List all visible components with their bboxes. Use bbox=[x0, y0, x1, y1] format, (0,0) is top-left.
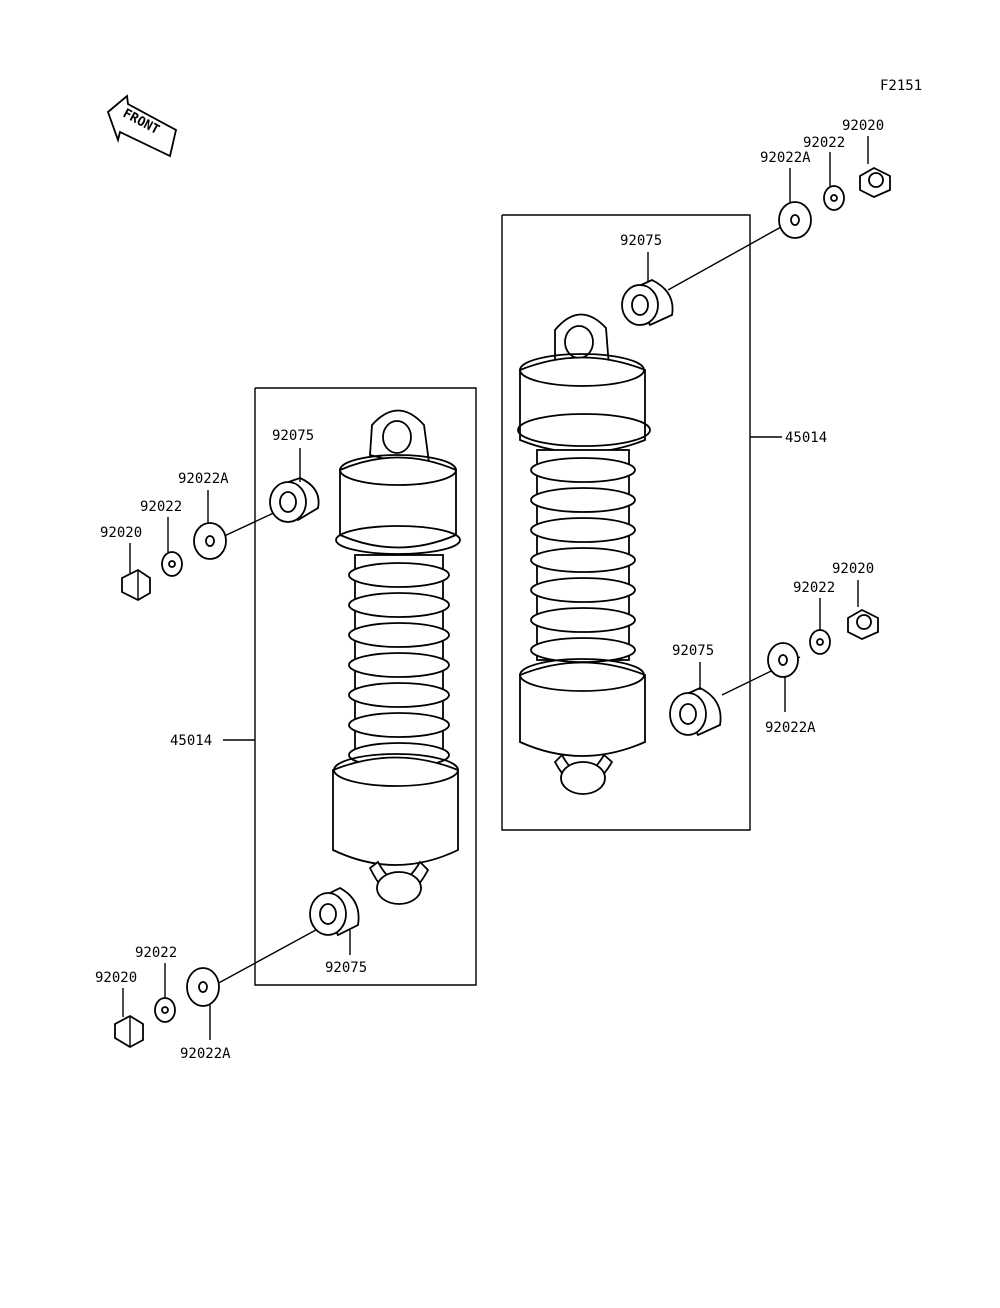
label-92022A-right-bottom: 92022A bbox=[765, 720, 816, 736]
left-bottom-large-washer-icon bbox=[186, 967, 220, 1007]
label-92022-left-bottom: 92022 bbox=[135, 945, 177, 961]
label-45014-right: 45014 bbox=[785, 430, 827, 446]
right-top-nut-icon bbox=[859, 166, 891, 198]
right-bottom-small-washer-icon bbox=[809, 629, 831, 655]
leader-lines bbox=[122, 136, 869, 1040]
figure-code: F2151 bbox=[880, 78, 922, 94]
label-92075-left-top: 92075 bbox=[272, 428, 314, 444]
left-assembly-outline bbox=[254, 387, 477, 986]
label-92075-right-top: 92075 bbox=[620, 233, 662, 249]
label-92022A-left-bottom: 92022A bbox=[180, 1046, 231, 1062]
left-bottom-axis-line bbox=[214, 924, 326, 986]
label-92022-right-bottom: 92022 bbox=[793, 580, 835, 596]
right-top-small-washer-icon bbox=[823, 185, 845, 211]
left-bottom-small-washer-icon bbox=[154, 997, 176, 1023]
label-92020-right-bottom: 92020 bbox=[832, 561, 874, 577]
label-92022A-right-top: 92022A bbox=[760, 150, 811, 166]
label-92022A-left-top: 92022A bbox=[178, 471, 229, 487]
left-top-small-washer-icon bbox=[161, 551, 183, 577]
right-top-large-washer-icon bbox=[778, 201, 812, 239]
left-top-large-washer-icon bbox=[193, 522, 227, 560]
right-shock-absorber-icon bbox=[517, 313, 651, 795]
label-92075-right-bottom: 92075 bbox=[672, 643, 714, 659]
left-top-nut-icon bbox=[121, 568, 151, 602]
label-92075-left-bottom: 92075 bbox=[325, 960, 367, 976]
label-92022-right-top: 92022 bbox=[803, 135, 845, 151]
left-top-bushing-icon bbox=[269, 477, 320, 523]
right-bottom-bushing-icon bbox=[669, 687, 722, 737]
left-bottom-bushing-icon bbox=[309, 886, 360, 937]
right-top-axis-line bbox=[667, 221, 791, 291]
right-top-bushing-icon bbox=[621, 279, 674, 327]
left-shock-absorber-icon bbox=[332, 409, 461, 905]
right-bottom-nut-icon bbox=[847, 608, 879, 640]
label-92022-left-top: 92022 bbox=[140, 499, 182, 515]
right-bottom-large-washer-icon bbox=[767, 642, 799, 678]
label-92020-left-bottom: 92020 bbox=[95, 970, 137, 986]
left-bottom-nut-icon bbox=[114, 1014, 144, 1049]
label-92020-right-top: 92020 bbox=[842, 118, 884, 134]
label-45014-left: 45014 bbox=[170, 733, 212, 749]
label-92020-left-top: 92020 bbox=[100, 525, 142, 541]
front-direction-arrow-icon: FRONT bbox=[106, 94, 178, 158]
right-assembly-outline bbox=[501, 214, 751, 831]
